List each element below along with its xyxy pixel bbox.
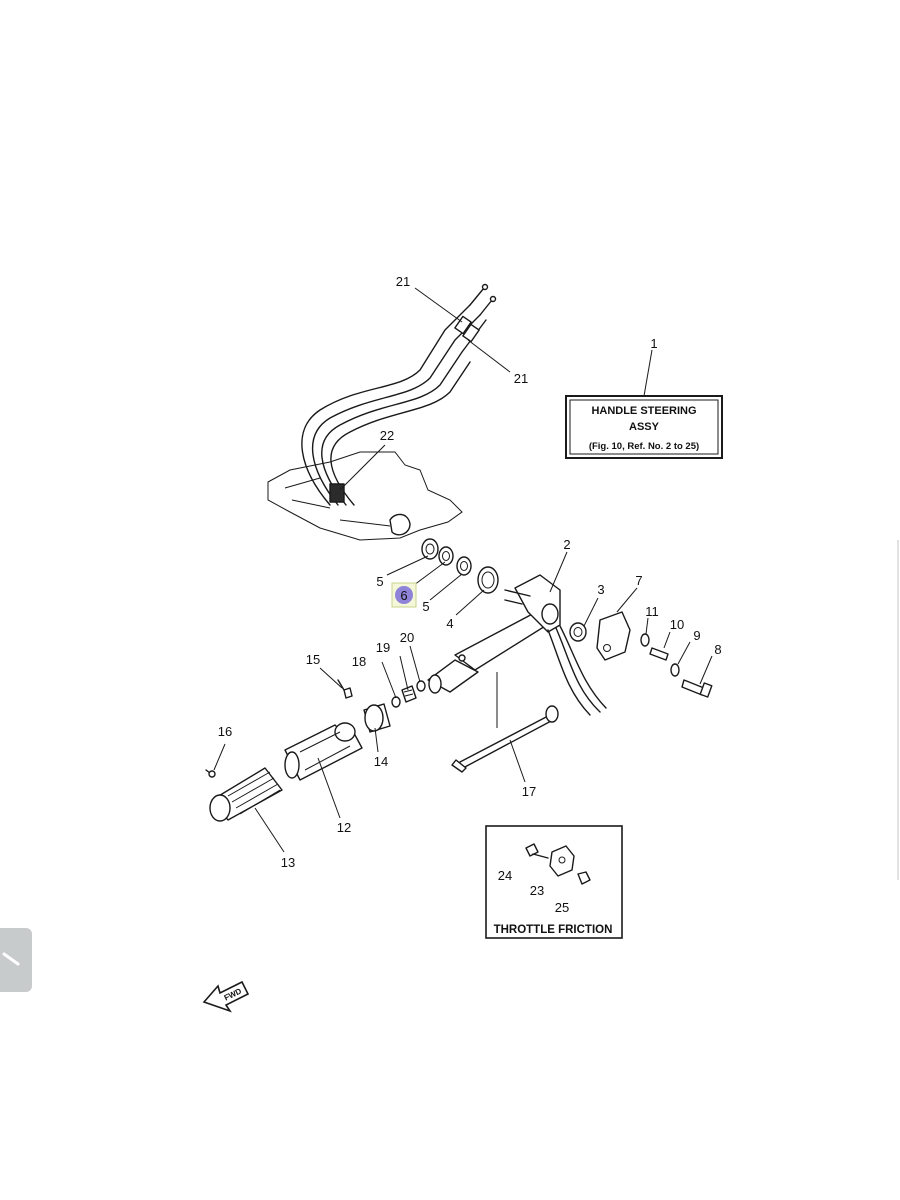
handle-box-line2: ASSY (629, 421, 660, 433)
callout-8: 8 (714, 642, 721, 657)
callout-6: 6 (400, 588, 407, 603)
callout-leaders (213, 287, 713, 897)
callout-5-left: 5 (376, 574, 383, 589)
callout-numbers: 21 21 1 22 5 6 5 4 2 3 7 11 10 9 8 15 18… (218, 274, 722, 870)
callout-3: 3 (597, 582, 604, 597)
callout-24: 24 (498, 868, 512, 883)
bolts-and-washers (640, 633, 713, 698)
callout-22: 22 (380, 428, 394, 443)
throttle-cables (301, 283, 497, 506)
throttle-sleeve (284, 722, 363, 781)
handle-steering-assy-box: HANDLE STEERING ASSY (Fig. 10, Ref. No. … (565, 395, 723, 459)
callout-5-right: 5 (422, 599, 429, 614)
handle-box-line3: (Fig. 10, Ref. No. 2 to 25) (589, 441, 699, 452)
callout-15: 15 (306, 652, 320, 667)
throttle-friction-title: THROTTLE FRICTION (494, 924, 613, 936)
callout-19: 19 (376, 640, 390, 655)
handle-grip (205, 767, 283, 822)
callout-25: 25 (555, 900, 569, 915)
washers-and-bushing (421, 538, 499, 594)
callout-7: 7 (635, 573, 642, 588)
callout-16: 16 (218, 724, 232, 739)
shift-rod (451, 705, 559, 773)
callout-4: 4 (446, 616, 453, 631)
cable-holder-housing (267, 451, 463, 541)
callout-11: 11 (645, 604, 659, 619)
part-6-highlight[interactable] (391, 582, 417, 608)
page-edge-rule (897, 540, 899, 880)
callout-14: 14 (374, 754, 388, 769)
callout-12: 12 (337, 820, 351, 835)
side-drawer-tab[interactable] (0, 928, 32, 992)
callout-20: 20 (400, 630, 414, 645)
handle-box-line1: HANDLE STEERING (591, 405, 696, 417)
callout-21-top: 21 (396, 274, 410, 289)
callout-18: 18 (352, 654, 366, 669)
small-fasteners (337, 679, 426, 708)
callout-1: 1 (650, 336, 657, 351)
steering-handle-bracket (427, 574, 607, 716)
fwd-arrow-icon: FWD (202, 980, 250, 1013)
throttle-friction-box: 24 23 25 THROTTLE FRICTION (485, 825, 623, 939)
callout-21-bottom: 21 (514, 371, 528, 386)
friction-plate (596, 611, 631, 661)
callout-23: 23 (530, 883, 544, 898)
callout-2: 2 (563, 537, 570, 552)
collar-part (569, 622, 587, 642)
callout-17: 17 (522, 784, 536, 799)
drawer-handle-icon (2, 952, 20, 966)
callout-13: 13 (281, 855, 295, 870)
grip-collar (363, 703, 391, 733)
callout-9: 9 (693, 628, 700, 643)
callout-10: 10 (670, 617, 684, 632)
